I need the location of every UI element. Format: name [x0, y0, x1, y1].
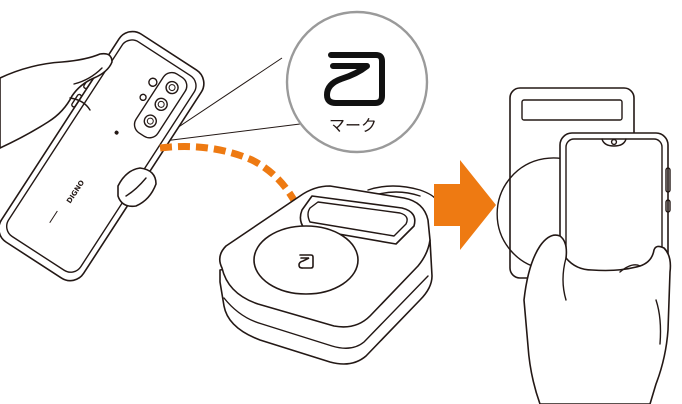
- nfc-mark-dot: [114, 130, 119, 135]
- card-reader: [218, 185, 437, 365]
- right-phone-front: [496, 87, 672, 404]
- reader-felica-mark-icon: [298, 254, 314, 269]
- left-phone-back: DIGNO: [0, 30, 205, 282]
- felica-mark-icon: [324, 52, 385, 106]
- camera-cluster: [133, 71, 188, 139]
- right-arrow-icon: [434, 160, 496, 250]
- right-hand: [523, 234, 672, 404]
- left-hand: [0, 52, 157, 208]
- callout-magnifier: マーク: [155, 10, 429, 154]
- mark-label: マーク: [329, 116, 377, 135]
